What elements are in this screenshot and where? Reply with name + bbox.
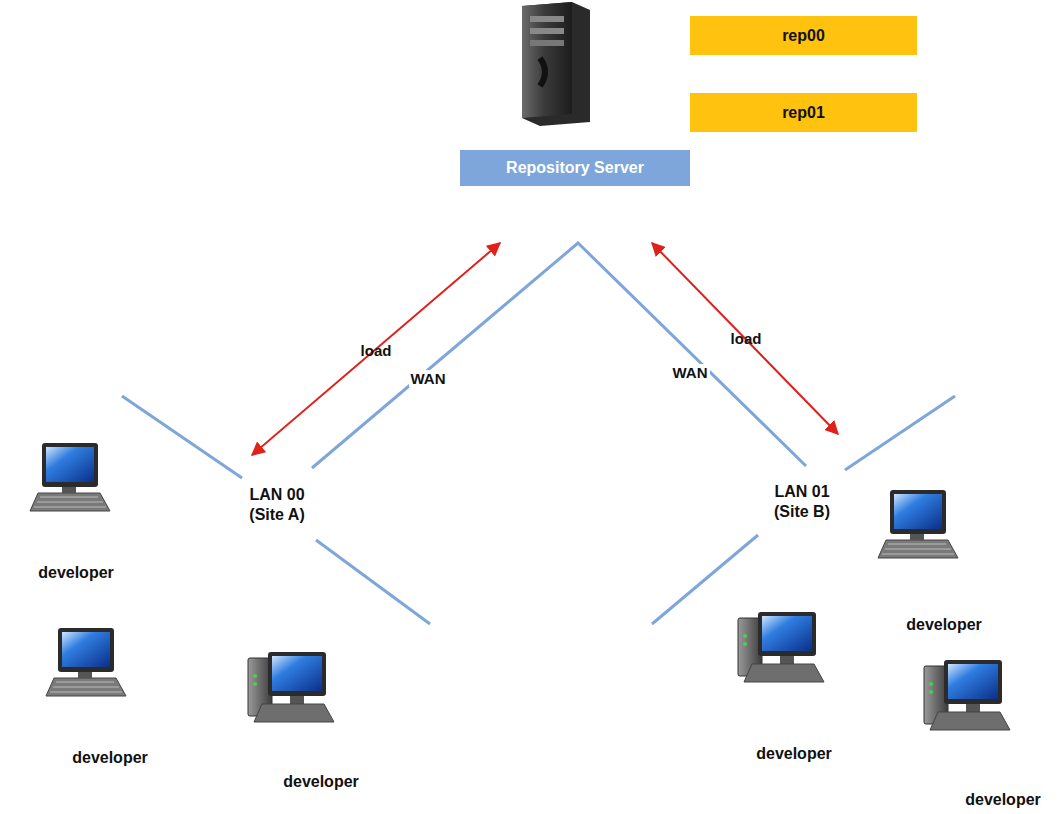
server-icon: [522, 2, 590, 126]
node-label: rep01: [782, 104, 825, 122]
developer-label: developer: [72, 749, 148, 767]
server-label-box: Repository Server: [460, 150, 690, 186]
repository-box: rep00: [690, 16, 917, 55]
lan-site-label: LAN 01 (Site B): [762, 482, 842, 522]
node-label: rep00: [782, 27, 825, 45]
wan-label: WAN: [671, 364, 710, 381]
lan-site-label: LAN 00 (Site A): [237, 485, 317, 525]
network-lines: [122, 243, 955, 624]
developer-label: developer: [965, 791, 1041, 809]
developer-label: developer: [906, 616, 982, 634]
node-label: Repository Server: [506, 159, 644, 177]
developer-label: developer: [756, 745, 832, 763]
repository-box: rep01: [690, 93, 917, 132]
developer-label: developer: [38, 564, 114, 582]
load-label: load: [731, 330, 762, 347]
load-label: load: [361, 342, 392, 359]
load-arrows: [252, 243, 838, 455]
developer-label: developer: [283, 773, 359, 791]
wan-label: WAN: [409, 370, 448, 387]
developer-computers: [30, 443, 1010, 730]
